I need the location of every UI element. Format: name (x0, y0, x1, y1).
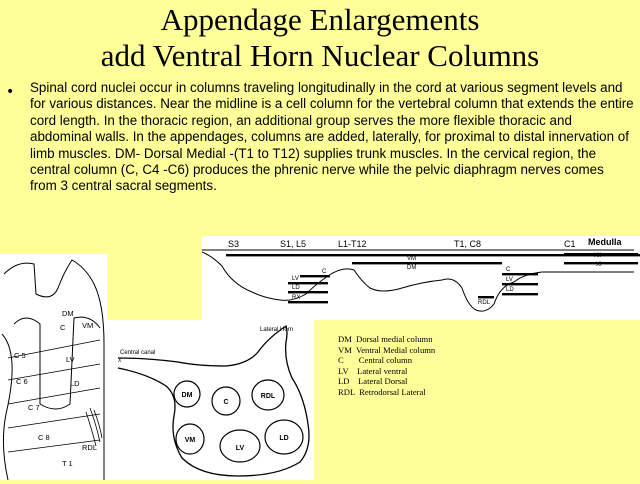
nucleus-label-rdl: RDL (261, 393, 276, 400)
column-bar-rdl-cervical (478, 296, 494, 299)
nucleus-dm (173, 380, 201, 408)
column-bar-rx-lumbar (288, 301, 328, 304)
column-bar-c-lumbar (300, 275, 330, 278)
segment-label-l1-t12: L1-T12 (338, 239, 367, 249)
legend-row-c: C Central column (338, 355, 412, 366)
col-label-dm: DM (407, 265, 416, 271)
col-label-xii: XII (594, 253, 602, 259)
cord-outer-outline (3, 259, 105, 480)
cross-section-svg: Lateral Horn Central canal X DM C RDL VM… (117, 324, 310, 477)
nucleus-label-ld: LD (279, 435, 288, 442)
longitudinal-column-svg: S3 S1, L5 L1-T12 T1, C8 C1 Medulla VM DM… (201, 237, 640, 312)
left-label-c8: C 8 (38, 433, 50, 442)
bullet-icon: • (6, 84, 15, 100)
nucleus-c (211, 386, 241, 416)
col-label-vm: VM (407, 256, 416, 262)
left-label-c6: C 6 (16, 377, 28, 386)
nucleus-ld (264, 419, 304, 455)
nucleus-label-vm: VM (185, 437, 196, 444)
cervical-enlargement-diagram: DM VM C LV LD RDL C 5 C 6 C 7 C 8 T 1 (0, 254, 108, 481)
cervical-enlargement-svg: DM VM C LV LD RDL C 5 C 6 C 7 C 8 T 1 (1, 259, 105, 481)
body-paragraph: Spinal cord nuclei occur in columns trav… (30, 80, 634, 194)
col-label-ld-lumbar: LD (292, 285, 300, 291)
column-bar-xii (564, 253, 638, 256)
column-bar-ld-cervical (502, 293, 538, 296)
legend-row-vm: VM Ventral Medial column (338, 344, 436, 355)
legend-row-dm: DM Dorsal medial column (338, 334, 433, 344)
column-bar-lv-lumbar (288, 282, 328, 285)
slide-title: Appendage Enlargements add Ventral Horn … (0, 2, 640, 74)
left-label-c5: C 5 (14, 351, 26, 360)
segment-label-s1-l5: S1, L5 (280, 239, 306, 249)
central-canal-label: Central canal (120, 350, 155, 356)
central-canal-mark: X (118, 358, 122, 364)
col-label-rdl-cervical: RDL (478, 300, 491, 306)
column-bar-lv-cervical (502, 283, 538, 286)
legend-row-ld: LD Lateral Dorsal (338, 376, 408, 387)
col-label-ld-cervical: LD (506, 287, 514, 293)
nucleus-rdl (251, 379, 285, 411)
col-label-c-cervical: C (506, 267, 511, 273)
left-label-dm: DM (62, 309, 74, 318)
col-label-lv-lumbar: LV (292, 276, 299, 282)
segment-label-t1-c8: T1, C8 (454, 239, 481, 249)
column-bar-ld-lumbar (288, 291, 328, 294)
left-label-vm: VM (82, 321, 93, 330)
segment-label-s3: S3 (228, 239, 239, 249)
segment-label-c1: C1 (564, 239, 576, 249)
medulla-label: Medulla (588, 237, 622, 247)
nucleus-label-dm: DM (182, 392, 193, 399)
cord-curve-left (1, 333, 13, 481)
column-bar-vm (226, 254, 640, 257)
title-line-1: Appendage Enlargements (160, 2, 480, 37)
ventral-horn-cross-section: Lateral Horn Central canal X DM C RDL VM… (108, 320, 314, 480)
col-label-lv-cervical: LV (506, 277, 513, 283)
ventral-horn-outline (117, 324, 310, 477)
cord-outline-lower (201, 251, 634, 312)
left-label-rdl: RDL (82, 443, 97, 452)
nucleus-label-c: C (223, 399, 228, 406)
col-label-c-lumbar: C (322, 269, 327, 275)
col-label-xi: XI (596, 262, 602, 268)
column-legend: DM Dorsal medial column VM Ventral Media… (338, 334, 435, 398)
left-label-c: C (60, 323, 66, 332)
longitudinal-column-diagram: S3 S1, L5 L1-T12 T1, C8 C1 Medulla VM DM… (201, 236, 640, 320)
column-bar-xi (564, 262, 638, 265)
left-label-ld: LD (70, 379, 80, 388)
title-line-2: add Ventral Horn Nuclear Columns (100, 38, 540, 73)
left-label-c7: C 7 (28, 403, 40, 412)
column-bar-dm (352, 262, 502, 265)
nucleus-lv (219, 429, 261, 463)
nucleus-vm (175, 423, 205, 455)
lateral-horn-label: Lateral Horn (260, 327, 293, 333)
cord-inner-outline (13, 316, 101, 410)
column-bar-c-cervical (502, 273, 538, 276)
legend-row-lv: LV Lateral ventral (338, 365, 408, 376)
legend-row-rdl: RDL Retrodorsal Lateral (338, 386, 426, 397)
left-label-t1: T 1 (62, 459, 73, 468)
nerve-fibers (85, 407, 103, 447)
nucleus-label-lv: LV (236, 445, 245, 452)
left-label-lv: LV (66, 355, 75, 364)
col-label-rx-lumbar: RX (292, 295, 300, 301)
